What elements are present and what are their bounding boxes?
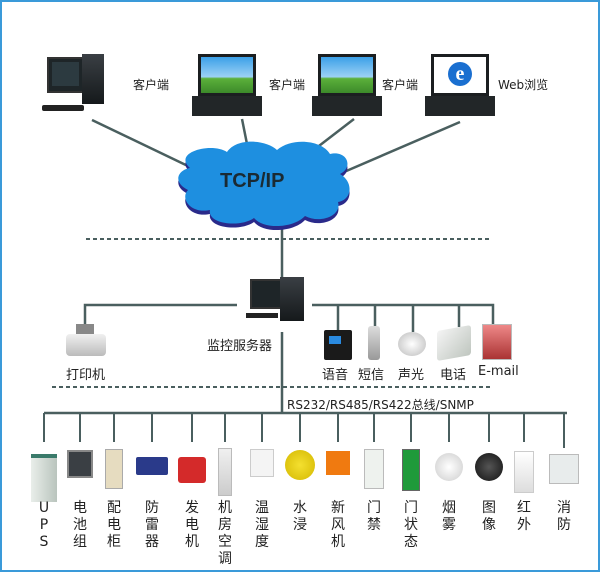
device-label: 新风机 bbox=[331, 500, 345, 550]
alarm-label-sound-light: 声光 bbox=[398, 368, 425, 383]
dome-camera-icon bbox=[475, 453, 503, 481]
battery-meter-icon bbox=[67, 450, 93, 478]
web-client-label: Web浏览 bbox=[498, 78, 549, 92]
alarm-label-sms: 短信 bbox=[358, 368, 385, 383]
printer-label: 打印机 bbox=[66, 368, 106, 383]
device-label: 防雷器 bbox=[145, 500, 159, 550]
tcp-ip-cloud bbox=[178, 141, 350, 231]
laptop-icon bbox=[312, 54, 382, 116]
alarm-label-phone: 电话 bbox=[440, 368, 467, 383]
device-label: 烟雾 bbox=[442, 500, 456, 533]
bus-label: RS232/RS485/RS422总线/SNMP bbox=[287, 398, 474, 412]
voice-terminal-icon bbox=[324, 330, 352, 360]
access-control-icon bbox=[364, 449, 384, 489]
telephone-icon bbox=[437, 325, 471, 361]
temp-humidity-sensor-icon bbox=[250, 449, 274, 477]
client-label-1: 客户端 bbox=[133, 78, 170, 92]
device-label: 水浸 bbox=[293, 500, 307, 533]
mailbox-icon bbox=[482, 324, 512, 360]
client-label-3: 客户端 bbox=[382, 78, 419, 92]
device-label: 消防 bbox=[557, 500, 571, 533]
device-label: 机房空调 bbox=[218, 500, 232, 567]
device-label: 发电机 bbox=[185, 500, 199, 550]
network-label: TCP/IP bbox=[220, 170, 285, 192]
device-label: UPS bbox=[38, 500, 50, 550]
device-label: 温湿度 bbox=[255, 500, 269, 550]
surge-protector-icon bbox=[136, 457, 168, 475]
client-label-2: 客户端 bbox=[269, 78, 306, 92]
generator-icon bbox=[178, 457, 206, 483]
water-sensor-icon bbox=[285, 450, 315, 480]
link-web-client bbox=[336, 120, 461, 177]
link-alarm-bus bbox=[312, 303, 495, 324]
door-status-icon bbox=[402, 449, 420, 491]
link-printer bbox=[83, 303, 237, 332]
mobile-phone-icon bbox=[368, 326, 380, 360]
infrared-sensor-icon bbox=[514, 451, 534, 493]
fresh-air-fan-icon bbox=[326, 451, 350, 475]
link-client-1 bbox=[91, 118, 191, 169]
laptop-ie-icon: e bbox=[425, 54, 495, 116]
device-label: 图像 bbox=[482, 500, 496, 533]
ups-icon bbox=[31, 454, 57, 502]
laptop-icon bbox=[192, 54, 262, 116]
distribution-cabinet-icon bbox=[105, 449, 123, 489]
device-label: 门禁 bbox=[367, 500, 381, 533]
sound-light-alarm-icon bbox=[398, 332, 426, 356]
device-label: 配电柜 bbox=[107, 500, 121, 550]
alarm-label-email: E-mail bbox=[478, 364, 519, 379]
server-label: 监控服务器 bbox=[207, 339, 273, 354]
device-label: 电池组 bbox=[73, 500, 87, 550]
device-label: 门状态 bbox=[404, 500, 418, 550]
air-conditioner-icon bbox=[218, 448, 232, 496]
fire-panel-icon bbox=[549, 454, 579, 484]
device-label: 红外 bbox=[517, 500, 531, 533]
alarm-label-voice: 语音 bbox=[322, 368, 349, 383]
smoke-detector-icon bbox=[435, 453, 463, 481]
